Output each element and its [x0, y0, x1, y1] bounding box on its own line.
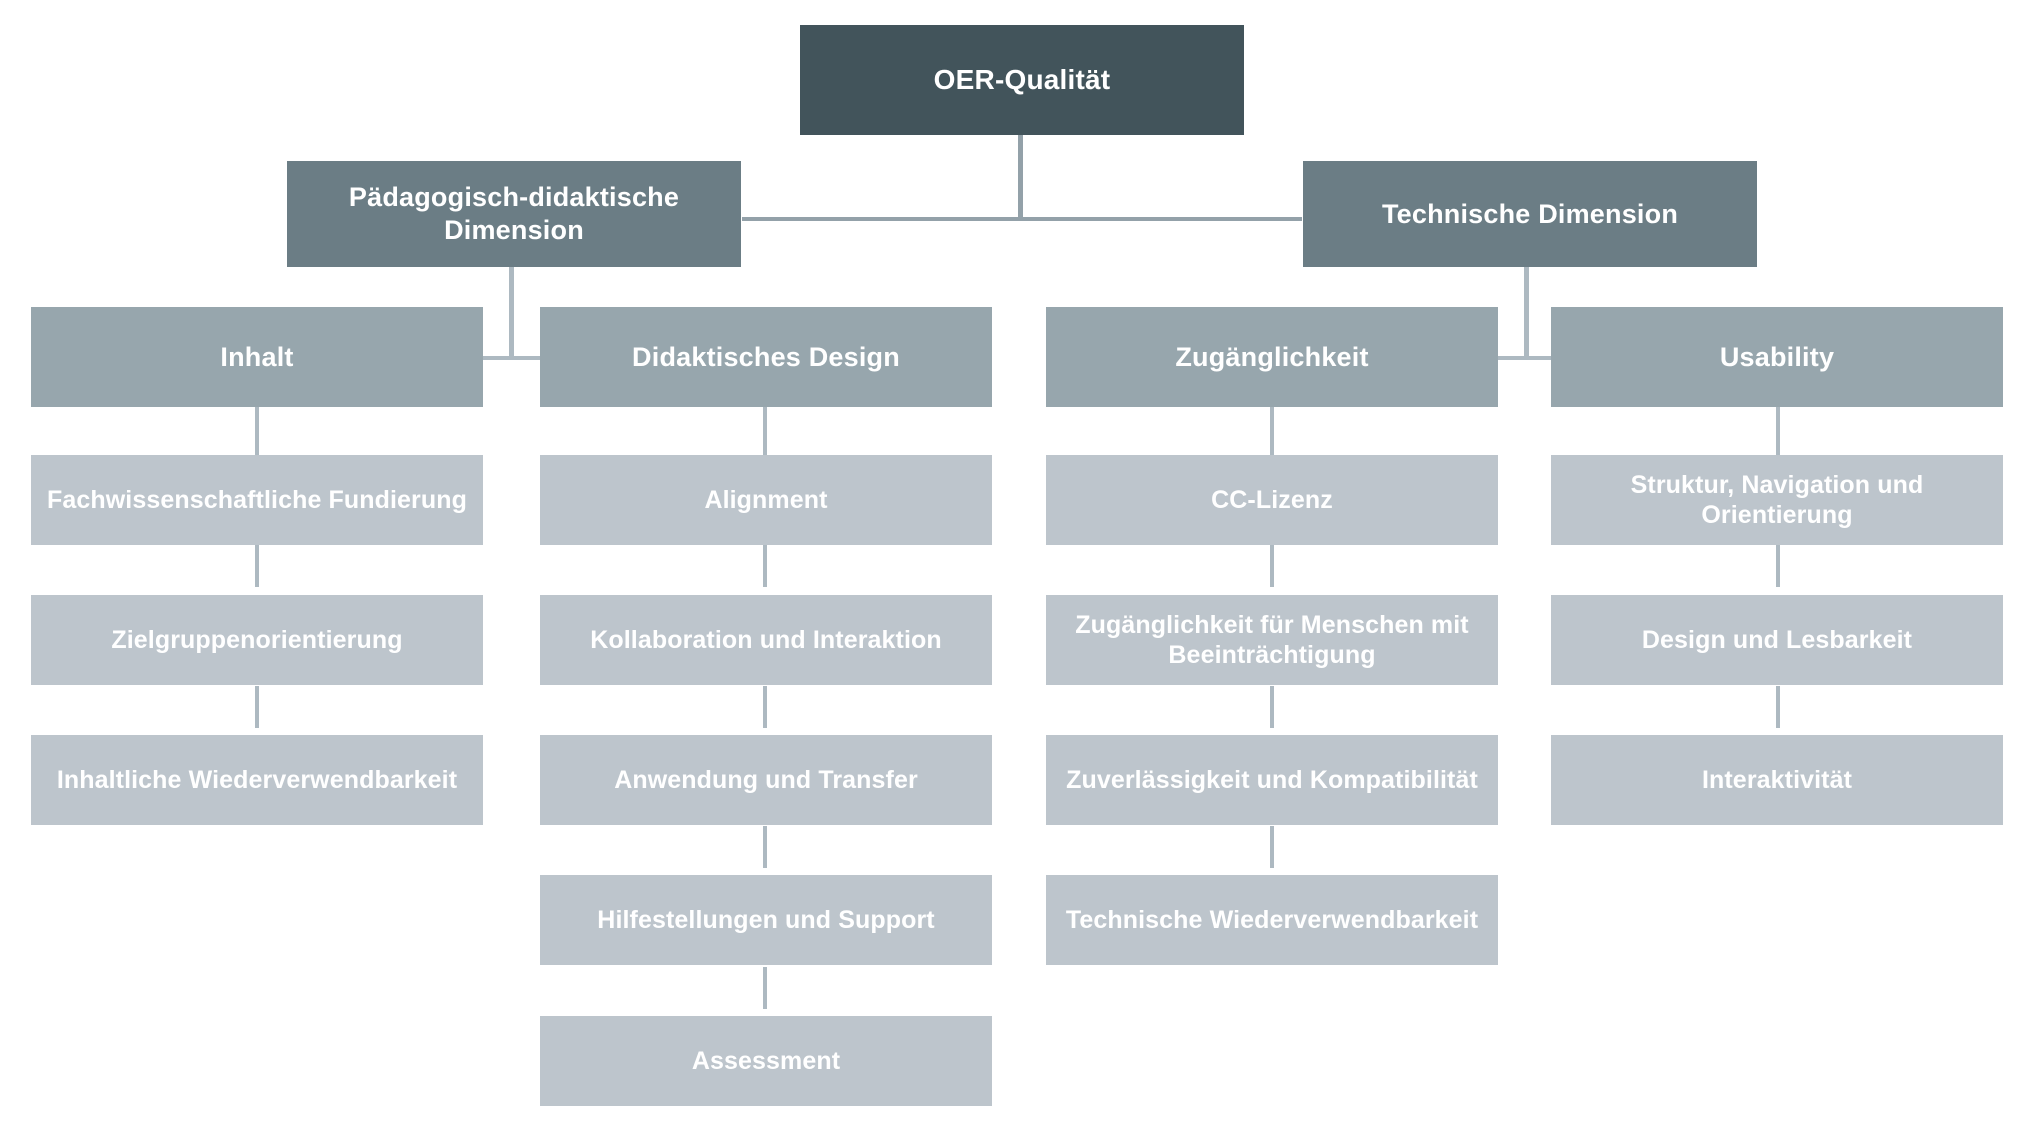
node-kollaboration-und-interaktion[interactable]: Kollaboration und Interaktion: [540, 595, 992, 685]
node-label: Didaktisches Design: [632, 341, 900, 372]
node-label: Technische Dimension: [1381, 198, 1679, 229]
node-label: Struktur, Navigation und Orientierung: [1630, 470, 1924, 530]
connector-col2-seg2: [763, 545, 767, 587]
node-label: Design und Lesbarkeit: [1641, 625, 1913, 654]
node-zugaenglichkeit-fuer-menschen-mit-beeintraechtigung[interactable]: Zugänglichkeit für Menschen mit Beeinträ…: [1046, 595, 1498, 685]
node-label: Interaktivität: [1701, 765, 1853, 794]
node-zuverlaessigkeit-und-kompatibilitaet[interactable]: Zuverlässigkeit und Kompatibilität: [1046, 735, 1498, 825]
node-label: Hilfestellungen und Support: [597, 905, 935, 934]
node-oer-qualitaet[interactable]: OER-Qualität: [800, 25, 1244, 135]
node-label: Zugänglichkeit: [1175, 341, 1369, 372]
node-label: Assessment: [691, 1046, 841, 1075]
node-fachwissenschaftliche-fundierung[interactable]: Fachwissenschaftliche Fundierung: [31, 455, 483, 545]
connector-col3-seg1: [1270, 406, 1274, 457]
connector-col1-seg2: [255, 545, 259, 587]
connector-col2-seg4: [763, 826, 767, 868]
connector-col3-seg4: [1270, 826, 1274, 868]
connector-dim-right-stem: [1524, 267, 1529, 360]
connector-col2-seg1: [763, 406, 767, 457]
node-label: Kollaboration und Interaktion: [590, 625, 942, 654]
node-paedagogisch-didaktische-dimension[interactable]: Pädagogisch-didaktische Dimension: [287, 161, 741, 267]
node-design-und-lesbarkeit[interactable]: Design und Lesbarkeit: [1551, 595, 2003, 685]
node-struktur-navigation-und-orientierung[interactable]: Struktur, Navigation und Orientierung: [1551, 455, 2003, 545]
node-zielgruppenorientierung[interactable]: Zielgruppenorientierung: [31, 595, 483, 685]
connector-col4-seg3: [1776, 686, 1780, 728]
node-label: Anwendung und Transfer: [614, 765, 918, 794]
node-assessment[interactable]: Assessment: [540, 1016, 992, 1106]
connector-col1-seg1: [255, 406, 259, 457]
node-technische-wiederverwendbarkeit[interactable]: Technische Wiederverwendbarkeit: [1046, 875, 1498, 965]
node-label: Zielgruppenorientierung: [111, 625, 403, 654]
node-technische-dimension[interactable]: Technische Dimension: [1303, 161, 1757, 267]
connector-root-bus: [742, 217, 1302, 221]
node-zugaenglichkeit[interactable]: Zugänglichkeit: [1046, 307, 1498, 407]
connector-col4-seg1: [1776, 406, 1780, 457]
connector-col2-seg5: [763, 967, 767, 1009]
node-label: Inhaltliche Wiederverwendbarkeit: [56, 765, 458, 794]
node-label: Usability: [1719, 341, 1835, 372]
node-didaktisches-design[interactable]: Didaktisches Design: [540, 307, 992, 407]
node-label: Inhalt: [220, 341, 294, 372]
connector-col3-seg3: [1270, 686, 1274, 728]
node-label: Technische Wiederverwendbarkeit: [1065, 905, 1479, 934]
node-inhaltliche-wiederverwendbarkeit[interactable]: Inhaltliche Wiederverwendbarkeit: [31, 735, 483, 825]
connector-root-stem: [1018, 134, 1023, 220]
node-alignment[interactable]: Alignment: [540, 455, 992, 545]
node-anwendung-und-transfer[interactable]: Anwendung und Transfer: [540, 735, 992, 825]
node-label: Alignment: [704, 485, 828, 514]
connector-col2-seg3: [763, 686, 767, 728]
node-label: Zugänglichkeit für Menschen mit Beeinträ…: [1075, 610, 1469, 670]
node-label: Zuverlässigkeit und Kompatibilität: [1066, 765, 1478, 794]
node-inhalt[interactable]: Inhalt: [31, 307, 483, 407]
node-label: Fachwissenschaftliche Fundierung: [47, 485, 467, 514]
connector-col4-seg2: [1776, 545, 1780, 587]
connector-col3-seg2: [1270, 545, 1274, 587]
connector-col1-seg3: [255, 686, 259, 728]
node-hilfestellungen-und-support[interactable]: Hilfestellungen und Support: [540, 875, 992, 965]
node-interaktivitaet[interactable]: Interaktivität: [1551, 735, 2003, 825]
node-cc-lizenz[interactable]: CC-Lizenz: [1046, 455, 1498, 545]
node-label: Pädagogisch-didaktische Dimension: [348, 182, 680, 245]
connector-dim-right-bus: [1494, 356, 1553, 360]
node-usability[interactable]: Usability: [1551, 307, 2003, 407]
connector-dim-left-bus: [480, 356, 543, 360]
connector-dim-left-stem: [509, 267, 514, 360]
node-label: CC-Lizenz: [1211, 485, 1333, 514]
node-label: OER-Qualität: [933, 63, 1111, 95]
